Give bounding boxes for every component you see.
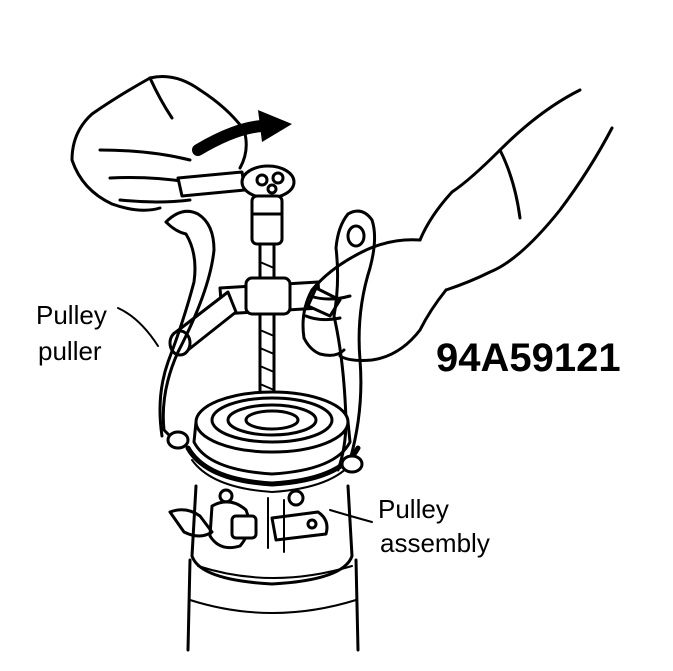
rotation-arrow <box>192 110 292 156</box>
leader-lines <box>117 307 373 523</box>
puller-body <box>158 209 377 472</box>
label-pulley-assembly-line1: Pulley <box>378 494 449 524</box>
label-pulley-puller-line2: puller <box>38 336 102 366</box>
label-pulley-puller-line1: Pulley <box>36 300 107 330</box>
right-hand <box>301 88 614 362</box>
figure-code: 94A59121 <box>436 336 621 380</box>
ratchet-wrench <box>176 164 296 200</box>
left-hand <box>70 75 248 212</box>
label-pulley-assembly-line2: assembly <box>380 528 490 558</box>
pulley <box>166 390 364 493</box>
compressor-body <box>168 484 360 652</box>
